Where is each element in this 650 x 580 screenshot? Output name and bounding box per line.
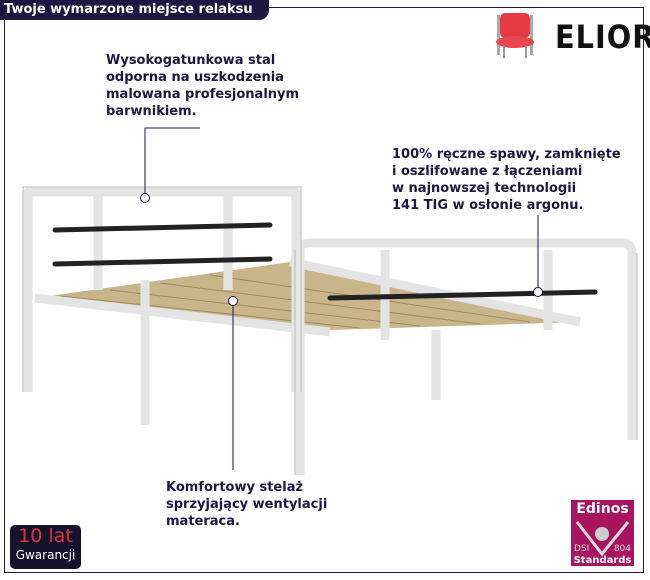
warranty-badge: 10 lat Gwarancji — [10, 525, 81, 569]
certificate-emblem-icon — [575, 521, 630, 557]
callout-steel: Wysokogatunkowa stal odporna na uszkodze… — [106, 53, 300, 119]
callout-slats: Komfortowy stelaż sprzyjający wentylacji… — [166, 480, 328, 529]
warranty-years: 10 lat — [18, 525, 73, 547]
certificate-left: DSI — [574, 544, 590, 554]
certificate-right: 804 — [613, 544, 631, 554]
certificate-name: Edinos — [576, 501, 629, 517]
page-title: Twoje wymarzone miejsce relaksu — [0, 0, 269, 20]
brand-logo: ELIOR — [555, 18, 650, 56]
content-frame — [4, 7, 644, 573]
chair-icon — [496, 13, 534, 58]
warranty-label: Gwarancji — [15, 548, 76, 562]
callout-welds: 100% ręczne spawy, zamknięte i oszlifowa… — [392, 147, 621, 213]
certificate-standards: Standards — [573, 555, 632, 566]
certificate-badge: Edinos DSI 804 Standards — [571, 500, 634, 566]
